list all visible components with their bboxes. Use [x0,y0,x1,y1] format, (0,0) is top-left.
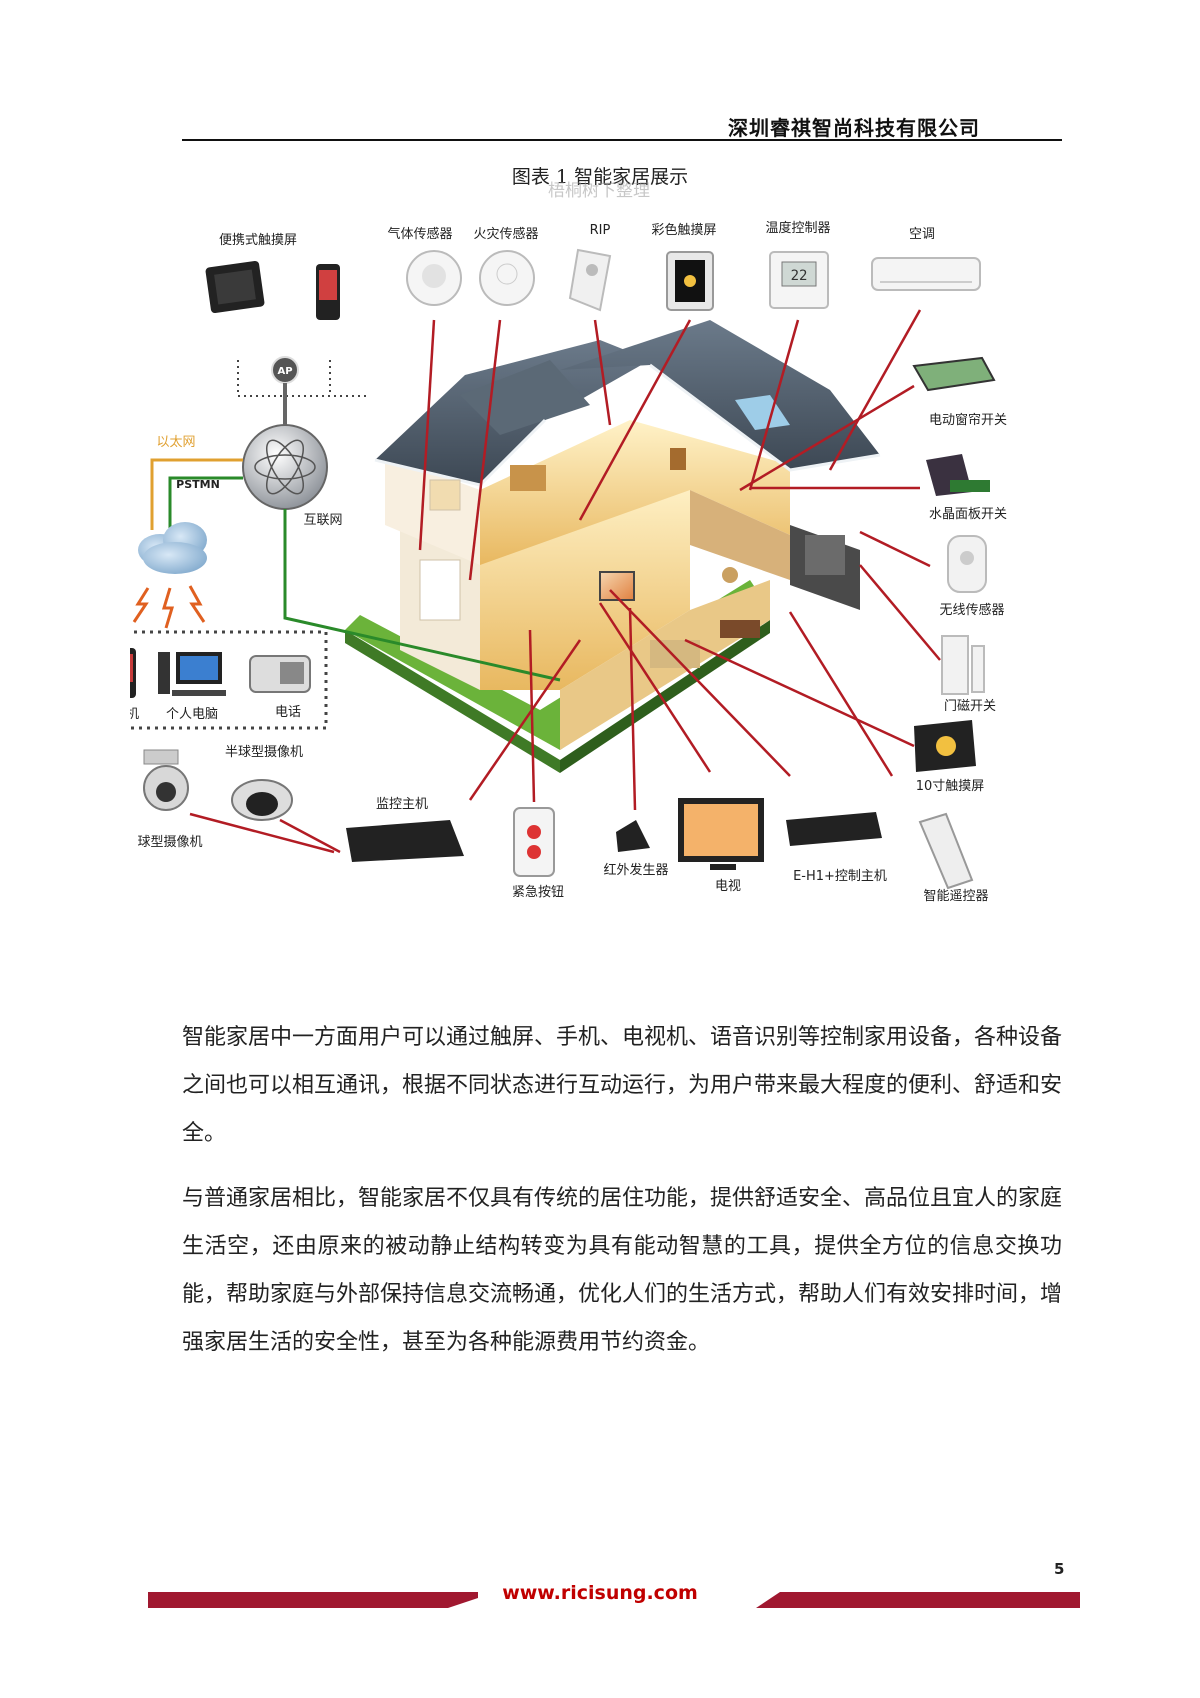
thermostat-readout: 22 [791,268,808,284]
label-ac: 空调 [909,227,935,242]
watermark-text: 梧桐树下整理 [548,181,650,201]
eh1-host-icon [786,812,882,846]
paragraph-1: 智能家居中一方面用户可以通过触屏、手机、电视机、语音识别等控制家用设备，各种设备… [182,1025,1063,1146]
page-number: 5 [1054,1560,1065,1578]
footer-url-link[interactable]: www.ricisung.com [502,1582,698,1604]
dome-camera-icon [231,779,293,821]
label-ir-generator: 红外发生器 [603,862,668,878]
air-conditioner-icon [871,257,981,291]
ap-label: AP [277,366,292,377]
label-phone: 电话 [275,705,301,720]
color-touch-icon [666,251,714,311]
paragraph-2: 与普通家居相比，智能家居不仅具有传统的居住功能，提供舒适安全、高品位且宜人的家庭… [182,1186,1063,1355]
smart-home-diagram: AP 22 [130,220,1007,904]
footer-bar [148,1592,1080,1608]
television-icon [678,798,764,870]
telephone-icon [249,655,311,693]
personal-computer-icon [158,652,226,696]
cloud-icon [138,522,207,574]
mobile-phone-icon [130,648,136,698]
header-rule [182,139,1062,141]
label-rip: RIP [590,223,611,238]
label-gas-sensor: 气体传感器 [387,226,452,242]
label-color-touch: 彩色触摸屏 [651,222,716,238]
smartphone-icon [316,264,340,320]
label-emergency-button: 紧急按钮 [512,885,564,900]
label-fire-sensor: 火灾传感器 [473,226,538,242]
rip-sensor-icon [568,248,612,312]
label-pstmn: PSTMN [176,478,220,491]
label-dome-camera: 半球型摄像机 [225,745,303,760]
label-remote: 智能遥控器 [923,889,988,904]
house-illustration [345,320,881,773]
label-internet: 互联网 [303,513,342,528]
label-ball-camera: 球型摄像机 [137,835,202,850]
label-thermostat: 温度控制器 [765,220,830,236]
company-name: 深圳睿祺智尚科技有限公司 [728,116,980,140]
emergency-button-icon [513,807,555,877]
gas-sensor-icon [406,250,462,306]
label-ethernet: 以太网 [156,435,195,450]
monitor-host-icon [346,820,464,862]
fire-sensor-icon [479,250,535,306]
label-curtain-switch: 电动窗帘开关 [929,412,1007,428]
label-touch10: 10寸触摸屏 [916,779,985,794]
ir-generator-icon [616,820,650,852]
ball-camera-icon [143,749,189,811]
network-section: AP [130,356,561,730]
label-portable-touch: 便携式触摸屏 [219,232,297,248]
figure-caption: 图表 1 智能家居展示 [511,166,689,188]
thermostat-icon: 22 [769,251,829,309]
curtain-switch-icon [912,356,996,392]
label-mobile: 手机 [130,707,139,722]
remote-control-icon [918,812,974,890]
touchscreen-10-icon [914,720,976,772]
wireless-sensor-icon [947,535,987,593]
label-pc: 个人电脑 [166,707,218,722]
pointer-lines [189,309,941,854]
label-tv: 电视 [715,879,741,894]
label-door-switch: 门磁开关 [944,699,996,714]
label-wireless-sensor: 无线传感器 [939,602,1004,618]
label-crystal-switch: 水晶面板开关 [929,507,1007,522]
label-eh1-host: E-H1+控制主机 [793,869,887,884]
tablet-icon [205,260,265,314]
crystal-switch-icon [926,454,990,496]
door-switch-icon [941,635,985,695]
label-monitor-host: 监控主机 [376,797,428,812]
